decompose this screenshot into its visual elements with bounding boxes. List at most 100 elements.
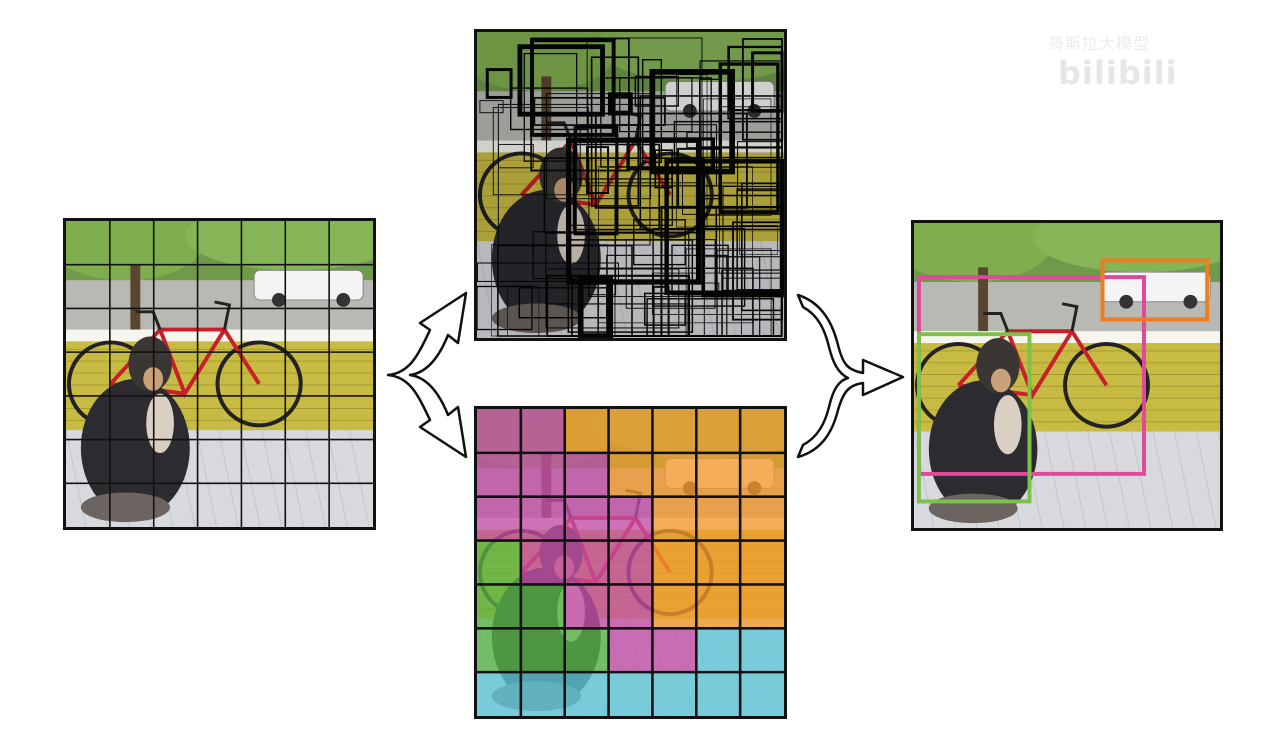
bounding-box [509,87,589,131]
bounding-box [477,285,533,331]
tree-foliage [914,223,1053,283]
class-cell [477,628,521,673]
class-cell [477,584,521,629]
class-cell [520,628,565,673]
floor-plank [1043,431,1065,528]
class-cell [564,672,609,716]
class-cell [652,584,697,629]
class-cell [520,584,565,629]
bounding-box [517,44,605,117]
class-cell [740,452,784,497]
bounding-box [523,52,578,162]
bounding-box [739,225,778,255]
floor-plank [1195,431,1217,528]
bounding-box [641,59,663,164]
car-detection-box [1100,258,1210,322]
dog-chest [146,393,174,453]
class-cell [696,540,741,585]
bounding-box [533,96,666,126]
car [253,269,364,301]
floor-plank [1152,431,1174,528]
class-cell [564,452,609,497]
bounding-box [676,74,708,228]
class-cell [740,672,784,716]
class-cell [564,628,609,673]
class-cell [696,628,741,673]
dog-muzzle [990,368,1011,393]
floor-plank [1174,431,1195,528]
floor-plank [261,430,283,527]
bounding-box [607,92,633,116]
bounding-box [625,239,716,309]
watermark-text: 哥斯拉大模型 [1048,34,1151,53]
class-cell [564,540,609,585]
bounding-box [546,93,652,200]
merge-arrow-icon [796,293,905,459]
class-cell [652,672,697,716]
class-cell [740,409,784,453]
class-cell [608,628,653,673]
floor-plank [1087,431,1108,528]
class-cell [477,672,521,716]
final-detections-panel [911,220,1223,531]
class-probability-image [477,409,784,716]
class-cell [740,584,784,629]
dog-tail [928,493,1018,524]
floor-plank [326,430,348,527]
tree-trunk [130,265,141,330]
final-detections-image [914,223,1220,528]
bounding-box [719,209,783,274]
class-cell [477,540,521,585]
bounding-box [671,244,729,296]
class-cell [696,452,741,497]
input-image [66,221,373,527]
input-image-panel [63,218,376,530]
split-arrow-icon [386,291,468,459]
class-cell [564,584,609,629]
class-cell [608,496,653,541]
class-cell [652,452,697,497]
class-cell [652,628,697,673]
bounding-boxes-panel [474,29,787,341]
car-wheel [1119,294,1134,309]
bounding-box [718,62,780,214]
floor-plank [1108,431,1130,528]
class-cell [477,496,521,541]
bounding-box [673,120,783,159]
floor-plank [1065,431,1087,528]
bounding-box [546,274,690,337]
class-cell [608,672,653,716]
class-cell [564,496,609,541]
class-cell [477,452,521,497]
class-cell [520,672,565,716]
bounding-box [530,37,630,172]
class-cell [696,409,741,453]
bounding-box [654,149,673,189]
class-cell [652,540,697,585]
bounding-box [485,68,513,99]
floor-plank [607,241,629,338]
class-cell [520,496,565,541]
class-cell [608,584,653,629]
class-cell [696,584,741,629]
bounding-box [634,75,679,107]
bicycle-wheel [1063,342,1150,429]
dog-detection-box [916,332,1032,504]
car-wheel [271,293,286,307]
scene [914,223,1220,528]
class-cell [520,540,565,585]
watermark: 哥斯拉大模型bilibili [1048,30,1265,92]
tree-foliage [184,221,373,271]
bounding-box [652,227,746,307]
car-wheel [336,293,351,307]
class-cell [608,452,653,497]
floor-plank [348,430,370,527]
car-wheel [682,104,697,118]
bounding-box [685,248,772,337]
dog-tail [80,492,170,523]
class-cell [652,409,697,453]
bounding-box [479,100,504,114]
floor-plank [629,241,650,338]
floor-plank [239,430,261,527]
scene [66,221,373,527]
